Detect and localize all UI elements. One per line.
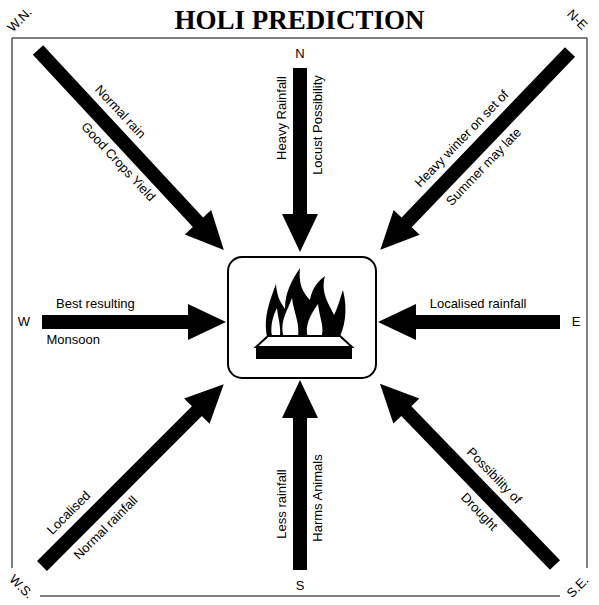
title: HOLI PREDICTION xyxy=(175,7,425,34)
prediction-text: Less rainfall xyxy=(275,469,289,538)
prediction-text: Localised rainfall xyxy=(430,297,527,311)
direction-arrow xyxy=(367,40,583,263)
fire-box xyxy=(228,257,376,378)
prediction-text: Harms Animals xyxy=(311,454,325,541)
fire-icon xyxy=(256,268,352,359)
direction-arrow xyxy=(25,38,237,262)
flame-highlight xyxy=(282,298,298,338)
prediction-text: Monsoon xyxy=(47,333,100,347)
frame-line xyxy=(40,596,560,597)
flame xyxy=(266,268,346,340)
arrows xyxy=(25,38,583,579)
frame xyxy=(12,38,587,596)
pyre-base xyxy=(256,347,352,359)
compass-label: W.N. xyxy=(5,5,35,35)
flame-highlight xyxy=(307,304,323,338)
prediction-text: Best resulting xyxy=(56,297,135,311)
prediction-text: Locust Possibility xyxy=(311,75,325,175)
compass-label: S.E. xyxy=(564,573,591,600)
compass-label: W xyxy=(18,315,30,329)
compass-label: N xyxy=(295,47,304,61)
pyre-top xyxy=(256,336,352,347)
compass-label: N-E xyxy=(564,7,590,33)
prediction-text: Heavy Rainfall xyxy=(275,76,289,160)
compass-label: S xyxy=(296,579,305,593)
frame-line xyxy=(587,38,588,568)
direction-arrow xyxy=(367,371,568,577)
compass-label: W.S. xyxy=(6,572,36,602)
direction-arrow xyxy=(29,372,236,579)
flame-highlight xyxy=(271,308,280,336)
compass-label: E xyxy=(572,315,581,329)
frame-line xyxy=(12,38,13,568)
frame-line xyxy=(12,38,587,39)
